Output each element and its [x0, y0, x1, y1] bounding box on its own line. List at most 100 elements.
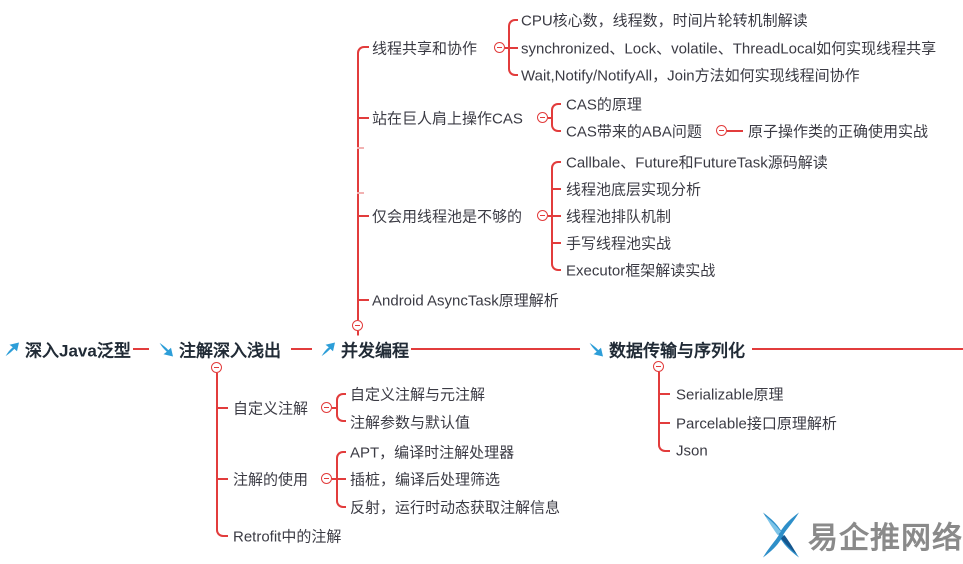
- arrow-down-right-icon: [588, 341, 604, 357]
- connector-line: [505, 47, 509, 49]
- connector-line: [357, 54, 359, 320]
- topic-cas-principle[interactable]: CAS的原理: [566, 96, 642, 114]
- topic-apt[interactable]: APT，编译时注解处理器: [350, 444, 515, 462]
- minus-icon: [656, 365, 661, 368]
- main-topic-label: 深入Java泛型: [25, 341, 131, 361]
- topic-callable-future[interactable]: Callbale、Future和FutureTask源码解读: [566, 154, 828, 172]
- connector-line: [216, 478, 228, 480]
- topic-pool-queueing[interactable]: 线程池排队机制: [566, 208, 672, 226]
- watermark-text: 易企推网络: [808, 522, 963, 555]
- main-topic-serialization[interactable]: 数据传输与序列化: [586, 335, 747, 363]
- collapse-toggle[interactable]: [653, 361, 664, 372]
- connector-elbow: [336, 451, 346, 460]
- collapse-toggle[interactable]: [716, 125, 727, 136]
- connector-line: [508, 47, 518, 49]
- connector-elbow: [336, 393, 346, 402]
- collapse-toggle[interactable]: [352, 320, 363, 331]
- minus-icon: [540, 214, 545, 217]
- topic-custom-annotation[interactable]: 自定义注解: [233, 400, 309, 418]
- connector-tick: [357, 192, 364, 194]
- connector-elbow: [216, 528, 228, 537]
- connector-line: [357, 215, 369, 217]
- main-topic-label: 注解深入浅出: [179, 341, 281, 361]
- connector-tick: [357, 147, 364, 149]
- topic-serializable[interactable]: Serializable原理: [676, 386, 784, 404]
- main-topic-annotations[interactable]: 注解深入浅出: [156, 335, 283, 363]
- topic-thread-pool[interactable]: 仅会用线程池是不够的: [372, 208, 523, 226]
- connector-line: [410, 348, 580, 350]
- connector-line: [128, 348, 149, 350]
- main-topic-java-generics[interactable]: 深入Java泛型: [2, 335, 133, 363]
- connector-line: [752, 348, 963, 350]
- connector-elbow: [551, 103, 561, 112]
- collapse-toggle[interactable]: [211, 362, 222, 373]
- topic-annotation-usage[interactable]: 注解的使用: [233, 471, 309, 489]
- minus-icon: [214, 366, 219, 369]
- connector-line: [551, 111, 553, 124]
- topic-bytecode-instrument[interactable]: 插桩，编译后处理筛选: [350, 471, 501, 489]
- topic-cas[interactable]: 站在巨人肩上操作CAS: [372, 110, 523, 128]
- connector-line: [357, 117, 369, 119]
- watermark: 易企推网络: [754, 508, 963, 562]
- topic-asynctask[interactable]: Android AsyncTask原理解析: [372, 292, 559, 310]
- connector-elbow: [508, 19, 518, 28]
- topic-annotation-params[interactable]: 注解参数与默认值: [350, 414, 471, 432]
- topic-retrofit-annotation[interactable]: Retrofit中的注解: [233, 528, 342, 546]
- topic-wait-notify-join[interactable]: Wait,Notify/NotifyAll，Join方法如何实现线程间协作: [521, 67, 860, 85]
- arrow-up-right-icon: [4, 341, 20, 357]
- topic-reflection[interactable]: 反射，运行时动态获取注解信息: [350, 499, 561, 517]
- main-topic-concurrency[interactable]: 并发编程: [318, 335, 411, 363]
- topic-handwrite-pool[interactable]: 手写线程池实战: [566, 235, 672, 253]
- main-topic-label: 数据传输与序列化: [609, 341, 745, 361]
- collapse-toggle[interactable]: [321, 473, 332, 484]
- connector-line: [551, 215, 561, 217]
- connector-line: [548, 215, 552, 217]
- connector-line: [291, 348, 312, 350]
- minus-icon: [324, 477, 329, 480]
- connector-elbow: [336, 499, 346, 508]
- topic-cpu-cores[interactable]: CPU核心数，线程数，时间片轮转机制解读: [521, 12, 808, 30]
- connector-line: [336, 401, 338, 414]
- connector-line: [551, 242, 561, 244]
- connector-line: [551, 188, 561, 190]
- connector-line: [548, 117, 552, 119]
- connector-line: [336, 478, 346, 480]
- topic-cas-aba[interactable]: CAS带来的ABA问题: [566, 123, 702, 141]
- minus-icon: [355, 324, 360, 327]
- connector-elbow: [357, 46, 369, 55]
- connector-line: [658, 393, 670, 395]
- collapse-toggle[interactable]: [321, 402, 332, 413]
- minus-icon: [719, 129, 724, 132]
- topic-parcelable[interactable]: Parcelable接口原理解析: [676, 415, 837, 433]
- connector-line: [216, 407, 228, 409]
- topic-custom-meta-annotation[interactable]: 自定义注解与元注解: [350, 386, 486, 404]
- connector-elbow: [658, 443, 670, 452]
- connector-line: [658, 372, 660, 444]
- arrow-up-right-icon: [320, 341, 336, 357]
- collapse-toggle[interactable]: [537, 112, 548, 123]
- connector-line: [357, 299, 369, 301]
- topic-thread-share[interactable]: 线程共享和协作: [372, 40, 478, 58]
- main-topic-label: 并发编程: [341, 341, 409, 361]
- collapse-toggle[interactable]: [537, 210, 548, 221]
- connector-elbow: [551, 123, 561, 132]
- pinwheel-x-logo: [754, 508, 808, 562]
- connector-elbow: [551, 262, 561, 271]
- collapse-toggle[interactable]: [494, 42, 505, 53]
- topic-json[interactable]: Json: [676, 442, 708, 460]
- arrow-down-right-icon: [158, 341, 174, 357]
- connector-elbow: [336, 413, 346, 422]
- topic-atomic-classes[interactable]: 原子操作类的正确使用实战: [748, 123, 929, 141]
- topic-pool-internals[interactable]: 线程池底层实现分析: [566, 181, 702, 199]
- connector-elbow: [551, 161, 561, 170]
- minus-icon: [497, 46, 502, 49]
- topic-executor-framework[interactable]: Executor框架解读实战: [566, 262, 716, 280]
- connector-line: [216, 373, 218, 529]
- minus-icon: [324, 406, 329, 409]
- topic-sync-lock-volatile[interactable]: synchronized、Lock、volatile、ThreadLocal如何…: [521, 40, 937, 58]
- connector-line: [727, 130, 743, 132]
- minus-icon: [540, 116, 545, 119]
- connector-elbow: [508, 67, 518, 76]
- connector-line: [332, 407, 336, 409]
